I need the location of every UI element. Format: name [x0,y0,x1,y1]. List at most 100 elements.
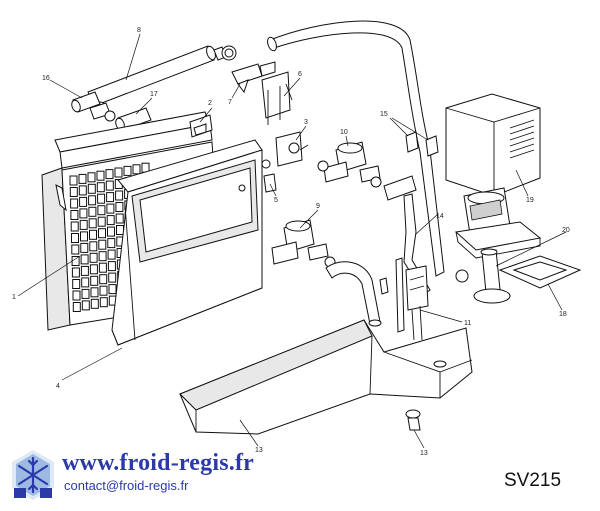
part-label-7: 7 [228,99,232,106]
part-9-valve [271,219,336,268]
grid-cell [70,198,79,209]
part-label-18: 18 [559,311,567,318]
grid-cell [106,203,115,214]
part-5-fitting [261,159,277,193]
grid-cell [78,173,87,184]
part-15-hose-clips [405,131,439,157]
part-label-4: 4 [56,383,60,390]
grid-cell [69,175,78,186]
part-label-15: 15 [380,111,388,118]
part-2-bracket [189,114,213,138]
part-label-2: 2 [208,100,212,107]
grid-cell [107,238,116,249]
part-18-gasket [498,255,582,289]
grid-cell [108,272,117,283]
grid-cell [123,165,132,176]
part-label-13a: 13 [255,447,263,454]
part-label-20: 20 [562,227,570,234]
part-10-valve [317,141,382,188]
grid-cell [79,208,88,219]
part-label-3: 3 [304,119,308,126]
part-13-drain-cap [405,409,421,431]
grid-cell [87,183,96,194]
grid-cell [80,231,88,242]
grid-cell [87,172,96,183]
grid-cell [98,239,107,250]
leader-lines [17,33,567,449]
grid-cell [98,228,106,239]
grid-cell [80,265,89,276]
grid-cell [105,169,114,180]
part-label-19: 19 [526,197,534,204]
grid-cell [97,193,106,204]
grid-cell [97,216,106,227]
grid-cell [108,284,117,295]
part-4-water-plate [111,139,263,346]
grid-cell [79,196,88,207]
grid-cell [99,285,108,296]
grid-cell [72,290,81,301]
grid-cell [105,180,114,191]
grid-cell [70,221,79,232]
grid-cell [81,277,90,288]
grid-cell [90,298,99,309]
grid-cell [71,256,80,266]
part-17-tube [104,107,152,131]
pump-motor [454,187,542,259]
grid-cell [96,182,105,193]
grid-cell [90,287,99,298]
grid-cell [72,279,81,289]
grid-cell [72,302,81,312]
grid-cell [71,267,80,278]
grid-cell [99,274,108,285]
reference-code: SV215 [504,470,562,491]
grid-cell [81,300,90,311]
grid-cell [132,164,141,175]
grid-cell [107,226,115,237]
grid-cell [88,206,97,217]
part-7-clip [231,61,276,94]
grid-cell [88,195,97,206]
part-20-pump-stem [455,248,511,304]
part-label-17: 17 [150,91,158,98]
grid-cell [107,249,116,260]
grid-cell [90,275,99,286]
grid-cell [98,262,107,273]
grid-cell [115,202,124,212]
grid-cell [107,261,116,272]
part-8-tube [87,45,237,115]
grid-cell [99,297,108,308]
grid-cell [71,244,80,255]
grid-cell [106,192,115,203]
drain-hose [325,261,382,327]
grid-cell [71,233,79,243]
grid-cell [97,205,106,216]
part-label-6: 6 [298,71,302,78]
contact-email-link[interactable]: contact@froid-regis.fr [64,478,189,493]
grid-cell [80,242,89,253]
grid-cell [88,218,97,229]
part-label-11: 11 [464,320,471,327]
part-11-float-switch [379,257,429,341]
grid-cell [106,215,115,226]
grid-cell [114,167,123,178]
website-link[interactable]: www.froid-regis.fr [62,450,255,476]
grid-cell [89,264,98,275]
part-19-pump-cover [445,93,541,197]
grid-cell [96,170,105,181]
part-label-10: 10 [340,129,348,136]
part-6-switch [261,71,293,125]
vent-slots [509,119,535,159]
part-16-connector [71,91,111,120]
part-label-8: 8 [137,27,141,34]
grid-cell [116,225,124,235]
snowflake-logo-icon [12,450,54,500]
part-3-thermostat [275,131,309,167]
grid-cell [89,241,98,252]
grid-cell [79,219,88,230]
part-label-5: 5 [274,197,278,204]
grid-cell [81,288,90,299]
part-labels: 1 2 3 4 5 6 7 8 9 10 11 13 13 14 15 16 1… [12,27,570,457]
grid-cell [80,254,89,265]
